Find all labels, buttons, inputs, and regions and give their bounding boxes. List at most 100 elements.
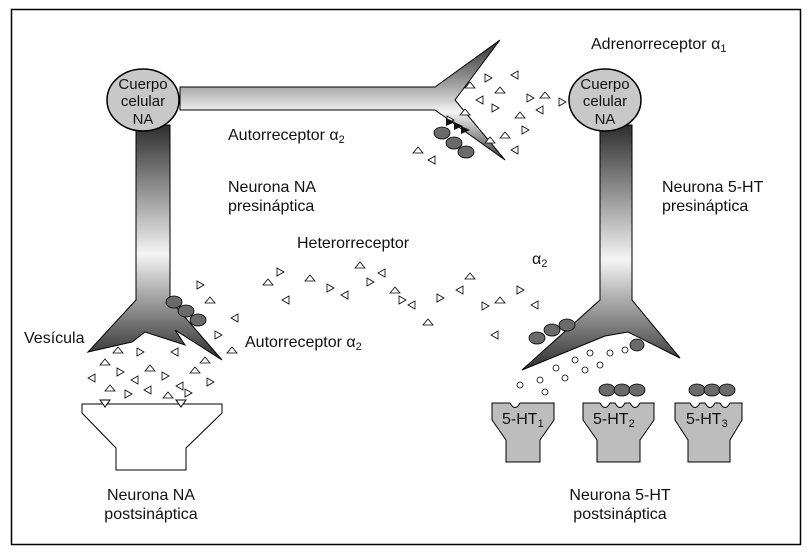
5ht-cell-body-line-3: NA: [595, 111, 616, 128]
na-postsynaptic-body: [81, 403, 223, 471]
noradrenaline-molecule: [516, 285, 525, 295]
noradrenaline-molecule: [484, 73, 493, 83]
heteroreceptor-label: Heterorreceptor: [297, 235, 410, 252]
na-cell-body-line-2: celular: [121, 93, 165, 110]
noradrenaline-molecule: [144, 364, 156, 372]
noradrenaline-molecule: [510, 70, 519, 80]
vesicles-5ht-terminal: [528, 318, 645, 352]
noradrenaline-molecule: [162, 391, 174, 399]
noradrenaline-molecule: [412, 146, 424, 154]
noradrenaline-molecule: [491, 103, 500, 113]
noradrenaline-molecule: [427, 155, 436, 165]
na-cell-body-label: Cuerpo celular NA: [118, 76, 167, 128]
noradrenaline-molecule: [526, 93, 535, 103]
receptor-5ht3-label: 5-HT3: [686, 411, 728, 430]
noradrenaline-molecule: [398, 295, 407, 305]
diagram-frame: [10, 8, 802, 546]
noradrenaline-molecule: [276, 267, 285, 277]
noradrenaline-molecule: [475, 95, 484, 105]
noradrenaline-molecule: [340, 290, 349, 300]
noradrenaline-molecule: [514, 111, 526, 119]
noradrenaline-molecule: [170, 347, 179, 357]
noradrenaline-molecule: [521, 125, 530, 135]
noradrenaline-molecule: [407, 300, 416, 310]
noradrenaline-molecule: [389, 286, 401, 294]
noradrenaline-molecule: [281, 295, 290, 305]
noradrenaline-molecule: [535, 105, 544, 115]
noradrenaline-molecule: [116, 367, 125, 377]
noradrenaline-molecule: [510, 145, 519, 155]
noradrenaline-molecule: [175, 381, 184, 391]
receptor-5ht3-shape: [674, 402, 743, 463]
release-arrow: [454, 122, 463, 130]
noradrenaline-molecule: [87, 373, 96, 383]
na-axon-horizontal: [179, 39, 506, 161]
vesicles-receptors: [598, 383, 736, 397]
noradrenaline-molecule: [436, 293, 445, 303]
na-cell-body: [106, 68, 180, 132]
autoreceptor-top-label: Autorreceptor α2: [228, 127, 345, 146]
receptor-5ht2-shape: [582, 402, 655, 463]
noradrenaline-molecule: [304, 274, 316, 282]
noradrenaline-molecule: [558, 97, 567, 107]
noradrenaline-molecule: [143, 385, 152, 395]
receptor-5ht2-label: 5-HT2: [593, 411, 635, 430]
receptor-5ht1-label: 5-HT1: [502, 411, 544, 430]
noradrenaline-molecule: [366, 277, 375, 287]
na-post-receptor-sites: [99, 399, 187, 408]
noradrenaline-molecule: [326, 283, 335, 293]
noradrenaline-molecule: [226, 346, 238, 354]
noradrenaline-molecule: [214, 330, 223, 340]
noradrenaline-molecule: [484, 136, 496, 144]
noradrenaline-molecule: [262, 278, 274, 286]
noradrenaline-molecule: [136, 347, 145, 357]
release-arrow: [461, 126, 470, 134]
5ht-cell-body-label: Cuerpo celular NA: [580, 76, 629, 128]
noradrenaline-molecule: [499, 131, 511, 139]
na-axon-vertical: [86, 124, 223, 361]
vesicle-label: Vesícula: [24, 330, 85, 347]
noradrenaline-molecule: [490, 330, 499, 340]
5ht-cell-body-line-2: celular: [583, 93, 627, 110]
noradrenaline-molecule: [124, 389, 133, 399]
noradrenaline-molecule: [464, 81, 476, 89]
noradrenaline-molecule: [184, 388, 193, 398]
noradrenaline-molecules: [87, 70, 567, 399]
vesicles-na-terminal: [165, 295, 207, 327]
na-cell-body-line-3: NA: [133, 111, 154, 128]
noradrenaline-molecule: [530, 300, 539, 310]
5ht-cell-body: [568, 68, 642, 132]
noradrenaline-molecule: [104, 384, 116, 392]
noradrenaline-molecule: [230, 313, 239, 323]
noradrenaline-molecule: [494, 296, 506, 304]
na-cell-body-line-1: Cuerpo: [118, 76, 167, 93]
vesicles-top: [433, 126, 475, 159]
noradrenaline-molecule: [459, 108, 471, 116]
noradrenaline-molecule: [377, 268, 386, 278]
noradrenaline-molecule: [99, 358, 111, 366]
noradrenaline-molecule: [494, 86, 506, 94]
noradrenaline-molecule: [112, 346, 124, 354]
noradrenaline-molecule: [199, 356, 211, 364]
serotonin-molecules: [516, 346, 629, 396]
adrenoreceptor-label: Adrenorreceptor α1: [591, 36, 727, 55]
noradrenaline-molecule: [206, 377, 215, 387]
noradrenaline-molecule: [189, 366, 201, 374]
noradrenaline-molecule: [130, 375, 139, 385]
noradrenaline-molecule: [455, 285, 464, 295]
5ht-receptors: [491, 402, 743, 463]
alpha2-label: α2: [532, 251, 548, 270]
receptor-5ht1-shape: [491, 402, 555, 463]
noradrenaline-molecule: [196, 280, 205, 290]
5ht-cell-body-line-1: Cuerpo: [580, 76, 629, 93]
noradrenaline-molecule: [539, 91, 551, 99]
autoreceptor-bottom-label: Autorreceptor α2: [245, 334, 362, 353]
noradrenaline-molecule: [422, 318, 434, 326]
noradrenaline-molecule: [464, 272, 476, 280]
